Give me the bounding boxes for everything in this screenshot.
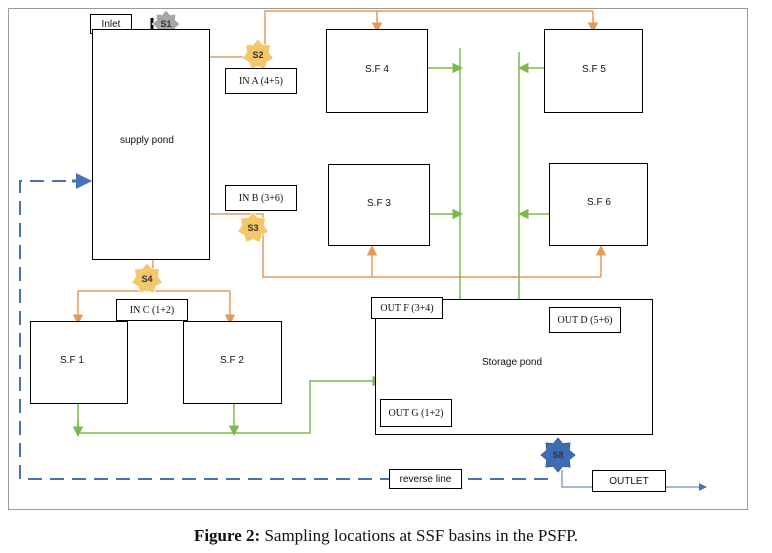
caption-text: Sampling locations at SSF basins in the … [260,526,579,545]
sf2-label: S.F 2 [220,355,244,366]
out-f-tag: OUT F (3+4) [371,297,443,319]
in-b-header-line [210,213,601,278]
in-c-tag: IN C (1+2) [116,299,188,321]
storage-pond-label: Storage pond [482,357,543,368]
sf4-box: S.F 4 [326,29,428,113]
sf4-label: S.F 4 [365,64,389,75]
reverse-line-path [19,173,548,480]
caption-prefix: Figure 2: [193,526,261,545]
sampling-point-s3-label: S3 [247,223,258,233]
sf3-box: S.F 3 [328,164,430,246]
sf1-label: S.F 1 [60,355,84,366]
figure-frame [8,8,748,510]
in-a-tag: IN A (4+5) [225,68,297,94]
inflow-lines [72,10,607,325]
in-b-tag: IN B (3+6) [225,185,297,211]
sampling-point-s4-star [130,262,164,294]
sf6-box: S.F 6 [549,163,648,246]
supply-pond-box: supply pond [92,29,210,260]
outlet-tag: OUTLET [592,470,666,492]
sampling-point-s2-label: S2 [252,50,263,60]
reverse-line-tag: reverse line [389,469,462,489]
sampling-point-s4-label: S4 [141,274,152,284]
sf1-box: S.F 1 [30,321,128,404]
sampling-point-s8-label: S8 [552,450,563,460]
sf5-label: S.F 5 [582,64,606,75]
inlet-label: Inlet [101,18,121,30]
outflow-lines [72,48,550,437]
sf6-label: S.F 6 [587,197,611,208]
sampling-point-s1-label: S1 [160,19,171,29]
sampling-point-s8-star [540,437,576,473]
in-a-header-line [210,10,593,58]
out-d-tag: OUT D (5+6) [549,307,621,333]
sampling-point-s2-star [241,38,275,70]
sf5-box: S.F 5 [544,29,643,113]
out-g-tag: OUT G (1+2) [380,399,452,427]
sf3-label: S.F 3 [367,198,391,209]
supply-pond-label: supply pond [120,135,174,146]
figure-caption: Figure 2: Sampling locations at SSF basi… [0,526,772,546]
sf2-box: S.F 2 [183,321,282,404]
sampling-point-s3-star [236,211,270,243]
